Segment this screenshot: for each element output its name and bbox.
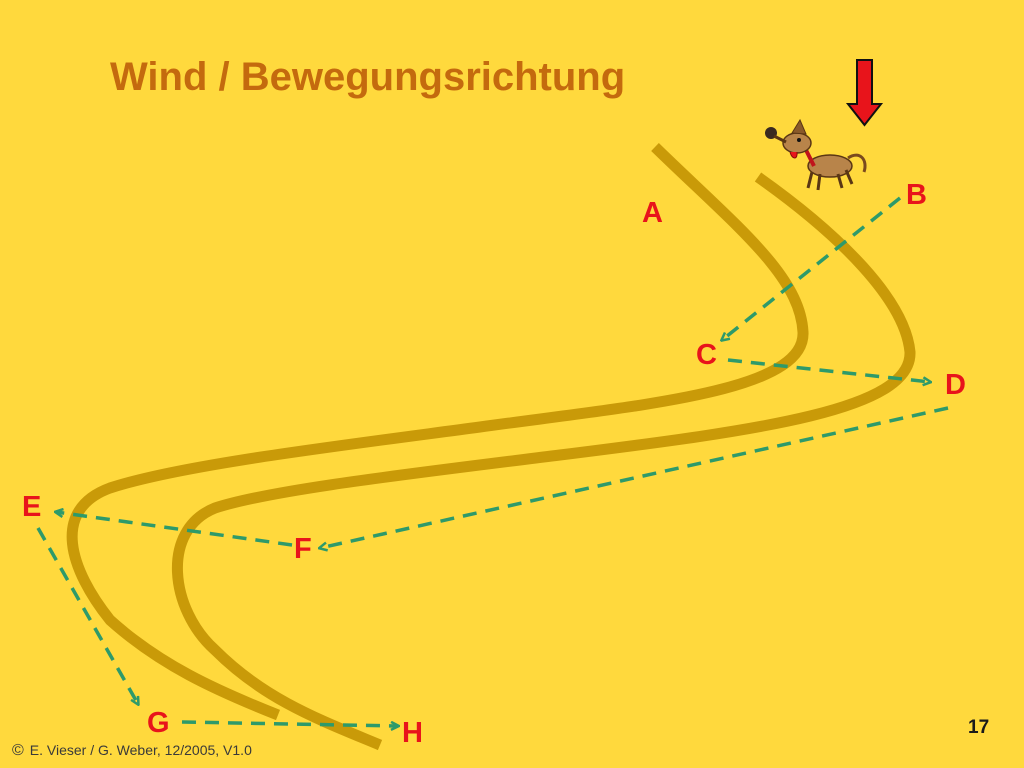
label-d: D (945, 369, 966, 401)
dog-icon (765, 118, 867, 191)
label-e: E (22, 491, 41, 523)
label-g: G (147, 707, 170, 739)
route-d-to-f (320, 406, 949, 548)
track-inner (66, 143, 809, 721)
track-outer (171, 172, 916, 751)
footer: © E. Vieser / G. Weber, 12/2005, V1.0 (12, 742, 252, 760)
slide-title: Wind / Bewegungsrichtung (110, 55, 626, 99)
route-g-to-h (181, 720, 398, 726)
footer-text: E. Vieser / G. Weber, 12/2005, V1.0 (29, 742, 252, 758)
route-e-to-g (36, 527, 138, 704)
label-c: C (696, 339, 717, 371)
wind-arrow-icon (845, 59, 884, 127)
label-a: A (642, 197, 663, 229)
route-lines (36, 196, 949, 726)
label-f: F (294, 533, 312, 565)
route-f-to-e (56, 512, 293, 547)
copyright-symbol: © (12, 742, 24, 759)
route-b-to-c (722, 196, 902, 340)
page-number: 17 (968, 717, 990, 738)
label-b: B (906, 179, 927, 211)
label-h: H (402, 717, 423, 749)
route-c-to-d (727, 358, 930, 382)
